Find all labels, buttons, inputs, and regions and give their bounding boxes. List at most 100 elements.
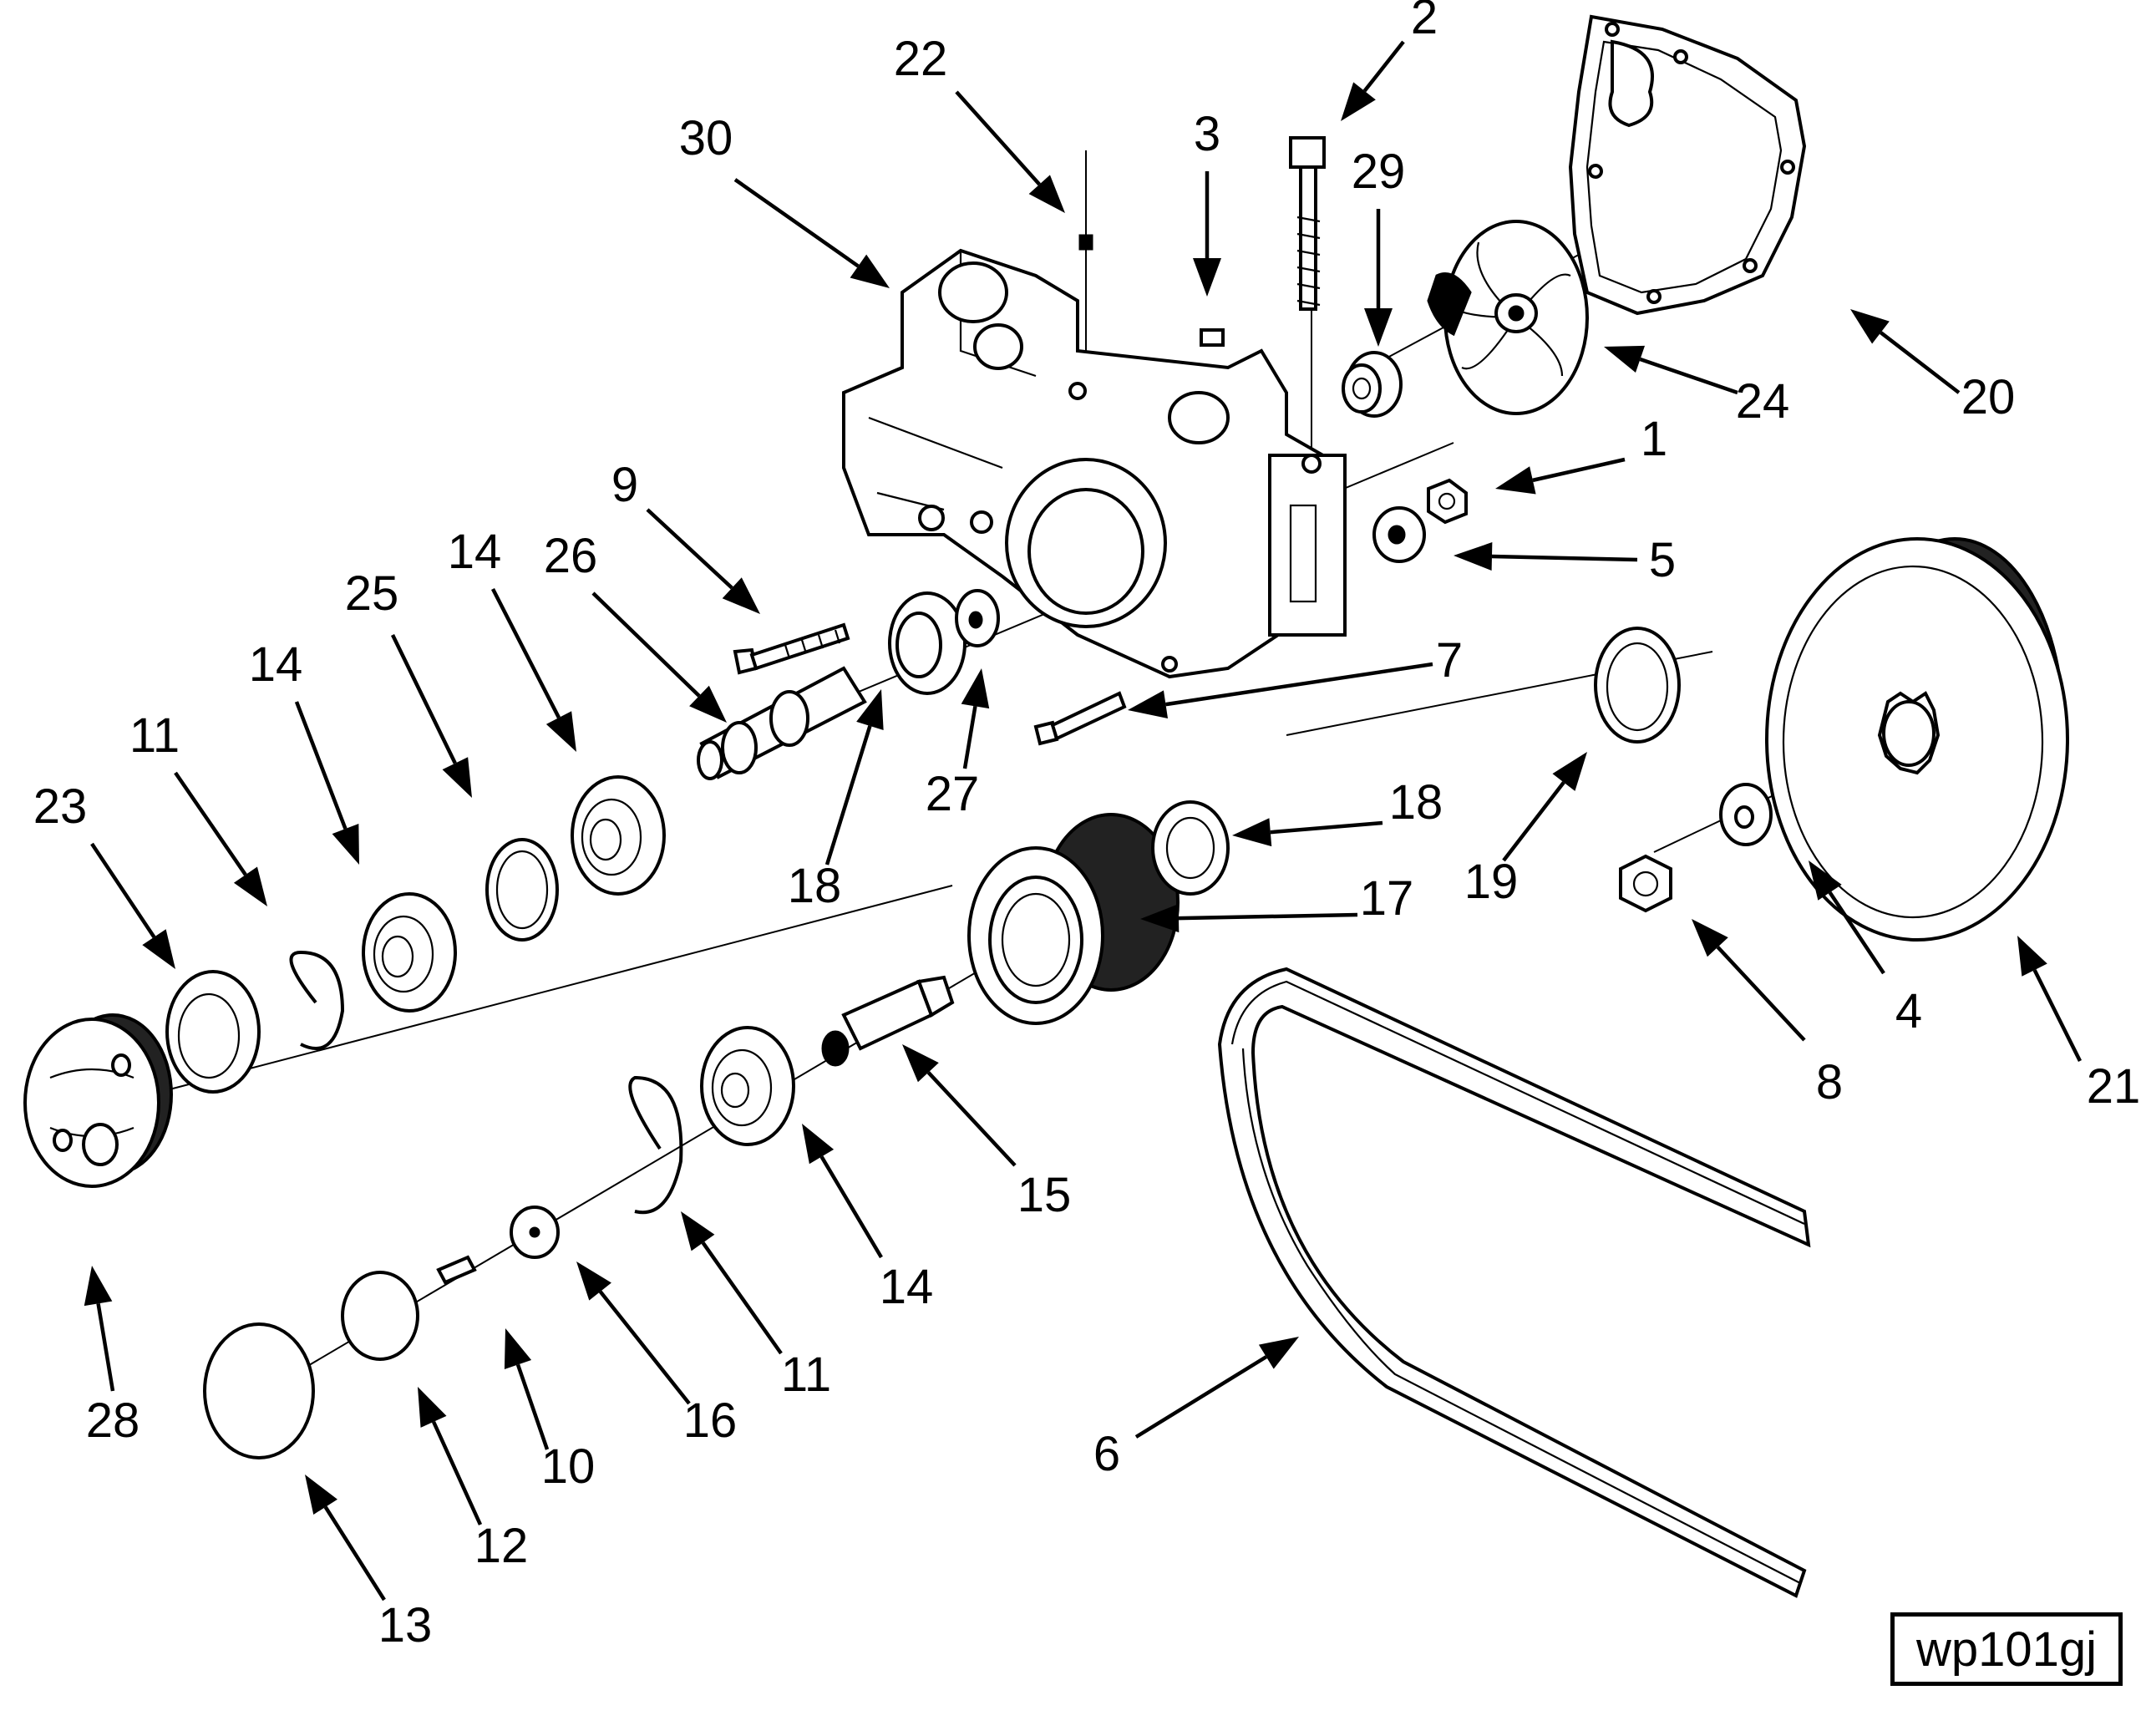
arrow-head	[850, 254, 890, 288]
callout-27-washer: 27	[926, 668, 990, 821]
callout-16-washer: 16	[576, 1261, 737, 1448]
seal-29	[1342, 351, 1403, 418]
callout-23-seal: 23	[33, 779, 175, 969]
callout-number: 28	[86, 1393, 140, 1448]
leader-line	[701, 1241, 783, 1355]
arrow-head	[442, 757, 472, 798]
callout-number: 18	[1389, 775, 1443, 830]
arrow-head	[1258, 1337, 1299, 1369]
leader-line	[1178, 912, 1358, 921]
callout-number: 30	[679, 111, 733, 165]
callout-number: 2	[1411, 0, 1438, 44]
pump-housing	[842, 248, 1347, 679]
leader-line	[1362, 40, 1405, 93]
callout-number: 7	[1436, 633, 1463, 688]
leader-line	[1134, 1355, 1268, 1439]
callout-3-dowel-pin: 3	[1193, 107, 1221, 297]
arrow-head	[856, 689, 884, 730]
callout-number: 22	[894, 32, 948, 86]
leader-line	[2032, 969, 2083, 1063]
callout-number: 20	[1961, 370, 2016, 424]
callout-10-screw: 10	[504, 1328, 595, 1494]
leader-line	[1828, 891, 1885, 975]
callout-number: 5	[1649, 533, 1676, 587]
leader-line	[294, 701, 348, 830]
arrow-head	[418, 1387, 447, 1428]
callout-number: 6	[1093, 1427, 1120, 1481]
leader-line	[646, 508, 733, 590]
arrow-head	[1364, 308, 1393, 347]
callout-24-impeller: 24	[1604, 345, 1790, 429]
callout-number: 11	[129, 708, 180, 763]
arrow-head	[961, 668, 990, 709]
rear-gasket	[1568, 14, 1807, 316]
callout-number: 1	[1641, 412, 1667, 466]
pulley-21	[1765, 537, 2069, 942]
callout-number: 11	[781, 1348, 831, 1402]
arrow-head	[1604, 345, 1646, 373]
callout-26-shaft: 26	[544, 529, 727, 723]
arrow-head	[504, 1328, 532, 1370]
arrow-head	[545, 711, 576, 752]
callout-number: 9	[611, 458, 638, 512]
callout-18-seal: 18	[1232, 775, 1443, 847]
callout-number: 25	[345, 566, 399, 621]
callout-number: 24	[1736, 374, 1790, 429]
pulley-28	[23, 1013, 173, 1188]
arrow-head	[689, 685, 727, 723]
leader-line	[96, 1303, 115, 1392]
arrow-head	[1454, 542, 1493, 571]
callout-number: 19	[1464, 855, 1519, 909]
arrow-head	[1495, 466, 1536, 495]
leader-line	[323, 1505, 386, 1601]
leader-line	[431, 1420, 483, 1525]
callout-12-cap: 12	[418, 1387, 528, 1573]
leader-line	[1270, 820, 1383, 835]
impeller	[1427, 220, 1589, 415]
front-axis-line	[150, 885, 953, 1095]
leader-line	[1491, 554, 1638, 562]
leader-line	[490, 587, 561, 719]
arrow-head	[305, 1475, 337, 1515]
leader-line	[926, 1071, 1017, 1167]
callout-number: 3	[1194, 107, 1220, 161]
callout-number: 17	[1360, 871, 1414, 926]
callout-17-idler-pulley: 17	[1140, 871, 1414, 933]
callout-number: 13	[378, 1598, 433, 1652]
arrow-head	[1140, 904, 1180, 933]
arrow-head	[233, 866, 267, 906]
callout-9-capscrew: 9	[611, 458, 760, 614]
callout-number: 29	[1352, 145, 1406, 199]
callout-number: 26	[544, 529, 598, 583]
arrow-head	[1552, 752, 1587, 791]
arrow-head	[142, 929, 175, 969]
idler-pulley-17	[967, 800, 1230, 1025]
plug-and-pin	[1078, 234, 1225, 347]
arrow-head	[1028, 175, 1065, 213]
drawing-code-box: wp101gj	[1890, 1612, 2123, 1686]
leader-line	[1532, 457, 1626, 483]
arrow-head	[84, 1266, 113, 1307]
callout-29-seal: 29	[1352, 145, 1406, 347]
callout-11-retaining-ring: 11	[681, 1211, 831, 1402]
drawing-code: wp101gj	[1915, 1622, 2098, 1677]
callout-6-belt: 6	[1093, 1337, 1299, 1481]
arrow-head	[681, 1211, 715, 1251]
leader-line	[955, 90, 1041, 186]
leader-line	[1639, 357, 1738, 395]
leader-line	[824, 725, 872, 865]
callout-25-spacer: 25	[345, 566, 472, 798]
leader-line	[733, 178, 860, 268]
leader-line	[390, 634, 457, 764]
callout-number: 15	[1017, 1168, 1072, 1222]
leader-line	[174, 771, 247, 876]
callout-number: 18	[788, 859, 842, 913]
leader-line	[591, 591, 701, 698]
lower-row-parts	[203, 975, 955, 1459]
callout-22-plug: 22	[894, 32, 1065, 213]
callout-18-seal: 18	[788, 689, 884, 913]
callout-8-nut: 8	[1692, 919, 1843, 1109]
callout-2-bolt: 2	[1341, 0, 1438, 121]
shaft-group-upper	[697, 589, 1000, 780]
